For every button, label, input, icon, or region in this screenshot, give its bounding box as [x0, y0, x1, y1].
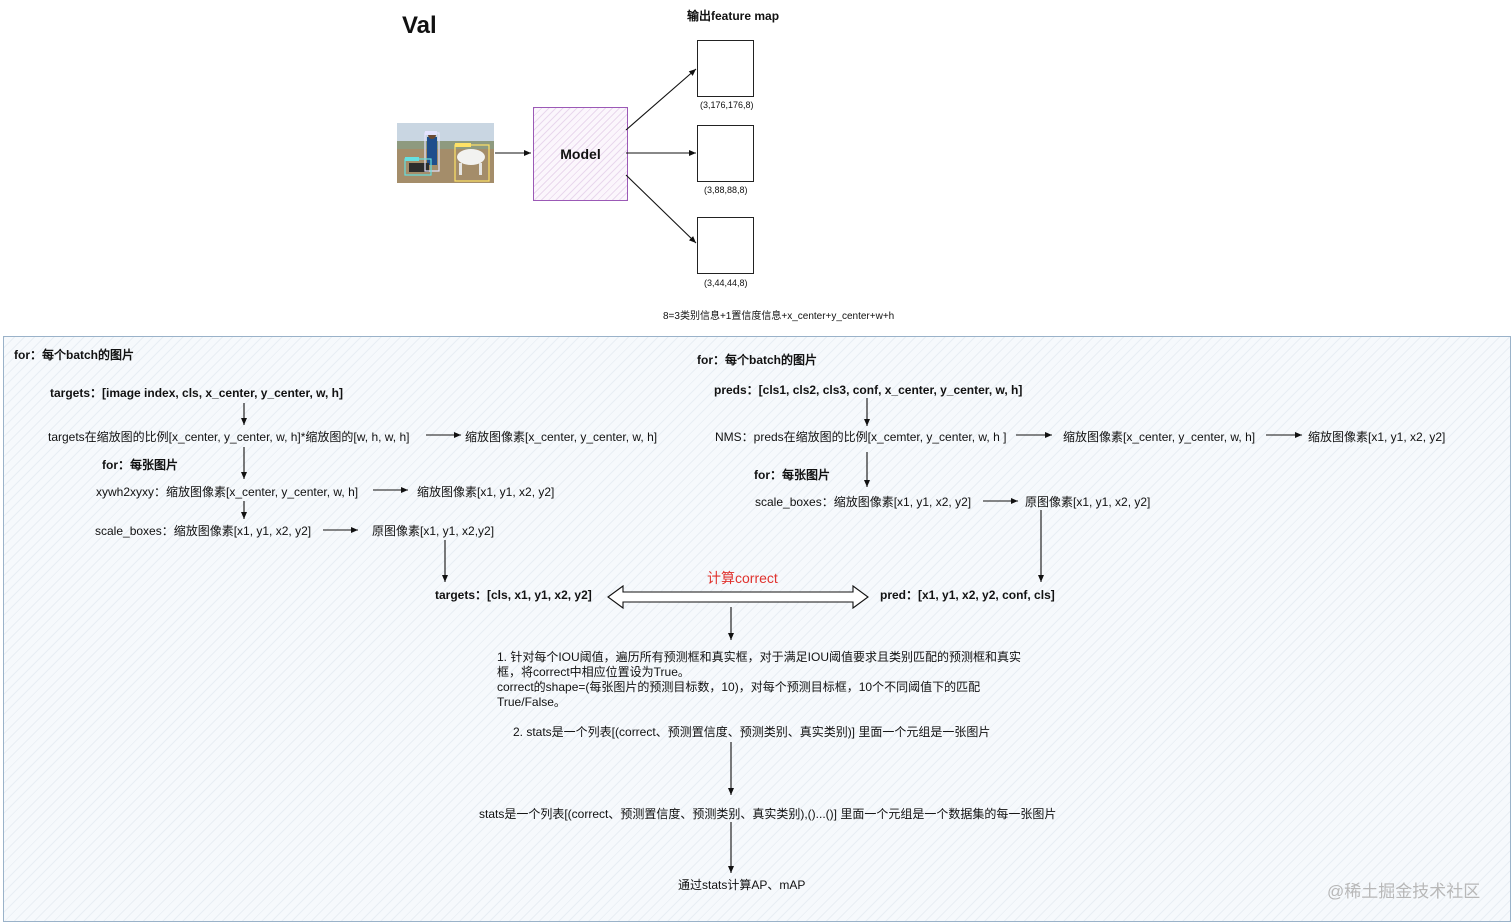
targets-format: targets：[image index, cls, x_center, y_c… [50, 386, 344, 400]
arrow-model-to-map3 [625, 174, 697, 244]
page-title: Val [402, 12, 437, 39]
step1-description: 1. 针对每个IOU阈值，遍历所有预测框和真实框，对于满足IOU阈值要求且类别匹… [497, 650, 1022, 710]
output-feature-map-label: 输出feature map [687, 9, 780, 23]
preds-format: preds：[cls1, cls2, cls3, conf, x_center,… [714, 383, 1023, 397]
step1-line1: 1. 针对每个IOU阈值，遍历所有预测框和真实框，对于满足IOU阈值要求且类别匹… [497, 650, 1022, 679]
right-xyxy-pixels: 缩放图像素[x1, y1, x2, y2] [1308, 430, 1446, 444]
nms-step: NMS：preds在缩放图的比例[x_cemter, y_center, w, … [715, 430, 1007, 444]
left-image-loop: for：每张图片 [102, 458, 178, 472]
left-scale-boxes: scale_boxes：缩放图像素[x1, y1, x2, y2] [95, 524, 312, 538]
input-image [397, 123, 494, 183]
compute-correct-label: 计算correct [707, 570, 778, 586]
targets-ratio: targets在缩放图的比例[x_center, y_center, w, h]… [48, 430, 410, 444]
arrow-model-to-map1 [625, 68, 697, 131]
left-scaled-pixels: 缩放图像素[x_center, y_center, w, h] [465, 430, 658, 444]
right-orig-pixels: 原图像素[x1, y1, x2, y2] [1025, 495, 1151, 509]
model-box: Model [533, 107, 628, 201]
compute-ap-map: 通过stats计算AP、mAP [678, 878, 806, 892]
feature-map-3-shape: (3,44,44,8) [704, 278, 748, 288]
channel-note: 8=3类别信息+1置信度信息+x_center+y_center+w+h [663, 311, 895, 322]
xywh2xyxy-step: xywh2xyxy：缩放图像素[x_center, y_center, w, h… [96, 485, 359, 499]
right-batch-loop: for：每个batch的图片 [697, 353, 818, 367]
feature-map-2-shape: (3,88,88,8) [704, 185, 748, 195]
validation-flow-panel [3, 336, 1511, 922]
feature-map-1-shape: (3,176,176,8) [700, 100, 754, 110]
step2-description: 2. stats是一个列表[(correct、预测置信度、预测类别、真实类别)]… [513, 725, 991, 739]
stats-dataset-description: stats是一个列表[(correct、预测置信度、预测类别、真实类别),().… [479, 807, 1057, 821]
model-label: Model [560, 146, 601, 162]
right-scaled-pixels: 缩放图像素[x_center, y_center, w, h] [1063, 430, 1256, 444]
watermark: @稀土掘金技术社区 [1327, 882, 1481, 901]
right-scale-boxes: scale_boxes：缩放图像素[x1, y1, x2, y2] [755, 495, 972, 509]
left-batch-loop: for：每个batch的图片 [14, 348, 135, 362]
targets-final: targets：[cls, x1, y1, x2, y2] [435, 588, 592, 602]
feature-map-3 [697, 217, 754, 274]
input-image-drawing [397, 123, 494, 183]
feature-map-1 [697, 40, 754, 97]
left-xyxy-pixels: 缩放图像素[x1, y1, x2, y2] [417, 485, 555, 499]
right-image-loop: for：每张图片 [754, 468, 830, 482]
pred-final: pred：[x1, y1, x2, y2, conf, cls] [880, 588, 1055, 602]
feature-map-2 [697, 125, 754, 182]
left-orig-pixels: 原图像素[x1, y1, x2,y2] [372, 524, 495, 538]
step1-line2: correct的shape=(每张图片的预测目标数，10)，对每个预测目标框，1… [497, 680, 981, 709]
